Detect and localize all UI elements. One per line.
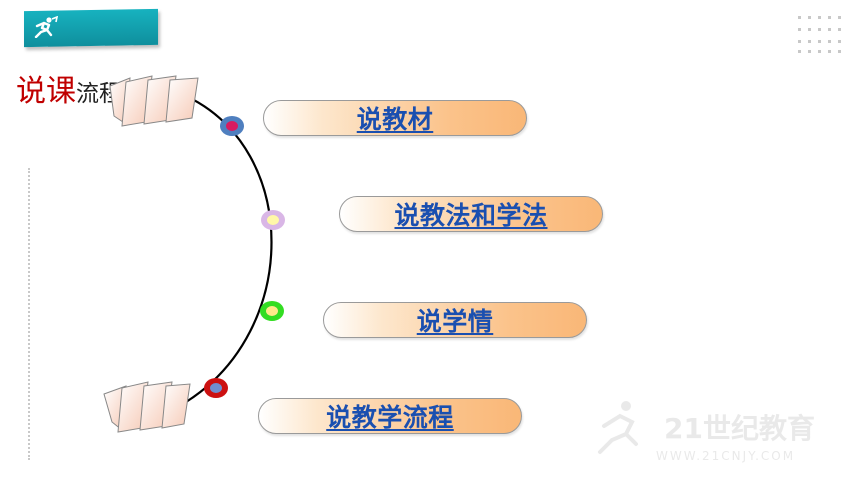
menu-item-label: 说教材 bbox=[356, 105, 434, 134]
flow-arc bbox=[185, 95, 273, 403]
watermark-brand-text: 21世纪教育 bbox=[664, 412, 815, 445]
runner-icon bbox=[34, 16, 58, 38]
watermark-site-text: WWW.21CNJY.COM bbox=[656, 449, 795, 463]
menu-item-teaching-methods[interactable]: 说教法和学法 bbox=[339, 196, 603, 232]
node-1 bbox=[220, 116, 244, 136]
menu-item-label: 说教法和学法 bbox=[394, 201, 548, 230]
menu-item-teaching-process[interactable]: 说教学流程 bbox=[258, 398, 522, 434]
node-4 bbox=[204, 378, 228, 398]
brand-watermark: 21世纪教育 WWW.21CNJY.COM bbox=[598, 401, 815, 463]
menu-item-student-analysis[interactable]: 说学情 bbox=[323, 302, 587, 338]
bottom-scroll-banner bbox=[103, 381, 191, 433]
menu-item-label: 说教学流程 bbox=[326, 403, 454, 432]
title-red-part: 说课 bbox=[16, 74, 76, 109]
node-3 bbox=[260, 301, 284, 321]
top-scroll-banner bbox=[109, 75, 199, 127]
dot-grid-icon bbox=[798, 16, 841, 53]
node-2 bbox=[261, 210, 285, 230]
menu-item-teaching-materials[interactable]: 说教材 bbox=[263, 100, 527, 136]
left-dotted-guide bbox=[28, 168, 30, 460]
menu-item-label: 说学情 bbox=[416, 307, 494, 336]
